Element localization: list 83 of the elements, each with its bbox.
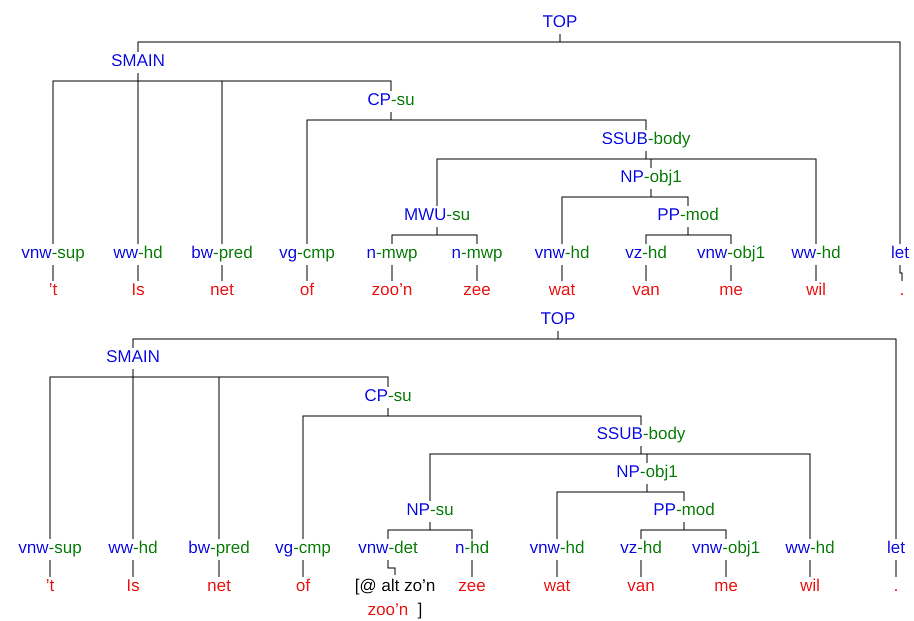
category-label: n-hd [454, 538, 490, 558]
tree-branch-line [388, 560, 396, 576]
word-label: ’t [48, 280, 58, 300]
tree-branch-line [138, 72, 392, 92]
tree-branch-line [688, 226, 732, 244]
word-label: van [632, 280, 660, 300]
category-label: CP-su [367, 90, 415, 110]
word-label: Is [131, 280, 145, 300]
word-label: wil [806, 280, 826, 300]
word-label: net [207, 576, 231, 596]
tree-branch-line [132, 368, 388, 388]
category-label: PP-mod [653, 500, 715, 520]
word-label: . [894, 576, 898, 596]
tree-branch-line [684, 522, 726, 540]
category-label: MWU-su [404, 205, 470, 225]
category-label: n-mwp [451, 243, 503, 263]
word-label: of [296, 576, 310, 596]
category-label: n-mwp [366, 243, 418, 263]
tree-branch-line [302, 560, 304, 578]
category-label: vnw-obj1 [696, 243, 766, 263]
tree-branch-line [560, 34, 900, 244]
tree-branch-line [476, 264, 478, 282]
tree-branch-line [436, 226, 478, 244]
category-label: ww-hd [785, 538, 835, 558]
category-label: vnw-obj1 [692, 538, 760, 558]
category-label: SSUB-body [596, 424, 686, 444]
category-label: vg-cmp [279, 243, 335, 263]
category-label: vz-hd [620, 538, 662, 558]
category-label: vz-hd [625, 243, 667, 263]
category-label: vnw-hd [530, 538, 584, 558]
word-label: . [900, 280, 904, 300]
word-label: wat [544, 576, 570, 596]
word-label: of [300, 280, 314, 300]
word-label: [@ alt zo’n zoo’n ] [354, 574, 436, 621]
category-label: vnw-sup [18, 538, 82, 558]
tree-branch-line [132, 560, 134, 578]
category-label: let [891, 243, 909, 263]
tree-branch-line [640, 446, 810, 540]
word-label: zoo’n [372, 280, 412, 300]
category-label: bw-pred [188, 538, 250, 558]
category-label: ww-hd [113, 243, 163, 263]
category-label: vnw-sup [21, 243, 85, 263]
category-label: TOP [540, 309, 576, 329]
tree-branch-line [388, 408, 642, 426]
tree-branch-line [640, 560, 642, 578]
word-label: wat [548, 280, 576, 300]
category-label: let [887, 538, 905, 558]
category-label: NP-obj1 [616, 462, 678, 482]
category-label: TOP [542, 12, 578, 32]
tree-branch-line [730, 264, 732, 282]
word-label: me [719, 280, 743, 300]
tree-branch-line [556, 560, 558, 578]
word-label: ’t [46, 576, 54, 596]
word-label: me [714, 576, 738, 596]
category-label: CP-su [364, 386, 412, 406]
category-label: SMAIN [111, 51, 165, 71]
category-label: bw-pred [191, 243, 253, 263]
tree-branch-line [900, 264, 902, 282]
tree-branch-line [558, 330, 896, 540]
category-label: vnw-det [358, 538, 418, 558]
word-label: zee [458, 576, 486, 596]
tree-branch-line [390, 112, 646, 130]
category-label: SMAIN [106, 347, 160, 367]
tree-branch-line [218, 560, 220, 578]
tree-branch-line [650, 188, 688, 206]
tree-branch-line [52, 264, 54, 282]
category-label: vnw-hd [534, 243, 590, 263]
category-label: PP-mod [657, 205, 719, 225]
word-label: zee [463, 280, 491, 300]
category-label: NP-obj1 [620, 167, 682, 187]
category-label: vg-cmp [275, 538, 331, 558]
word-label: net [210, 280, 234, 300]
tree-branch-line [430, 522, 472, 540]
word-label: Is [126, 576, 140, 596]
category-label: NP-su [406, 500, 454, 520]
word-label: wil [800, 576, 820, 596]
tree-branch-line [306, 264, 308, 282]
category-label: ww-hd [108, 538, 158, 558]
category-label: ww-hd [791, 243, 841, 263]
tree-branch-line [646, 150, 816, 244]
tree-branch-line [646, 484, 684, 502]
word-label: van [627, 576, 655, 596]
category-label: SSUB-body [602, 129, 690, 149]
